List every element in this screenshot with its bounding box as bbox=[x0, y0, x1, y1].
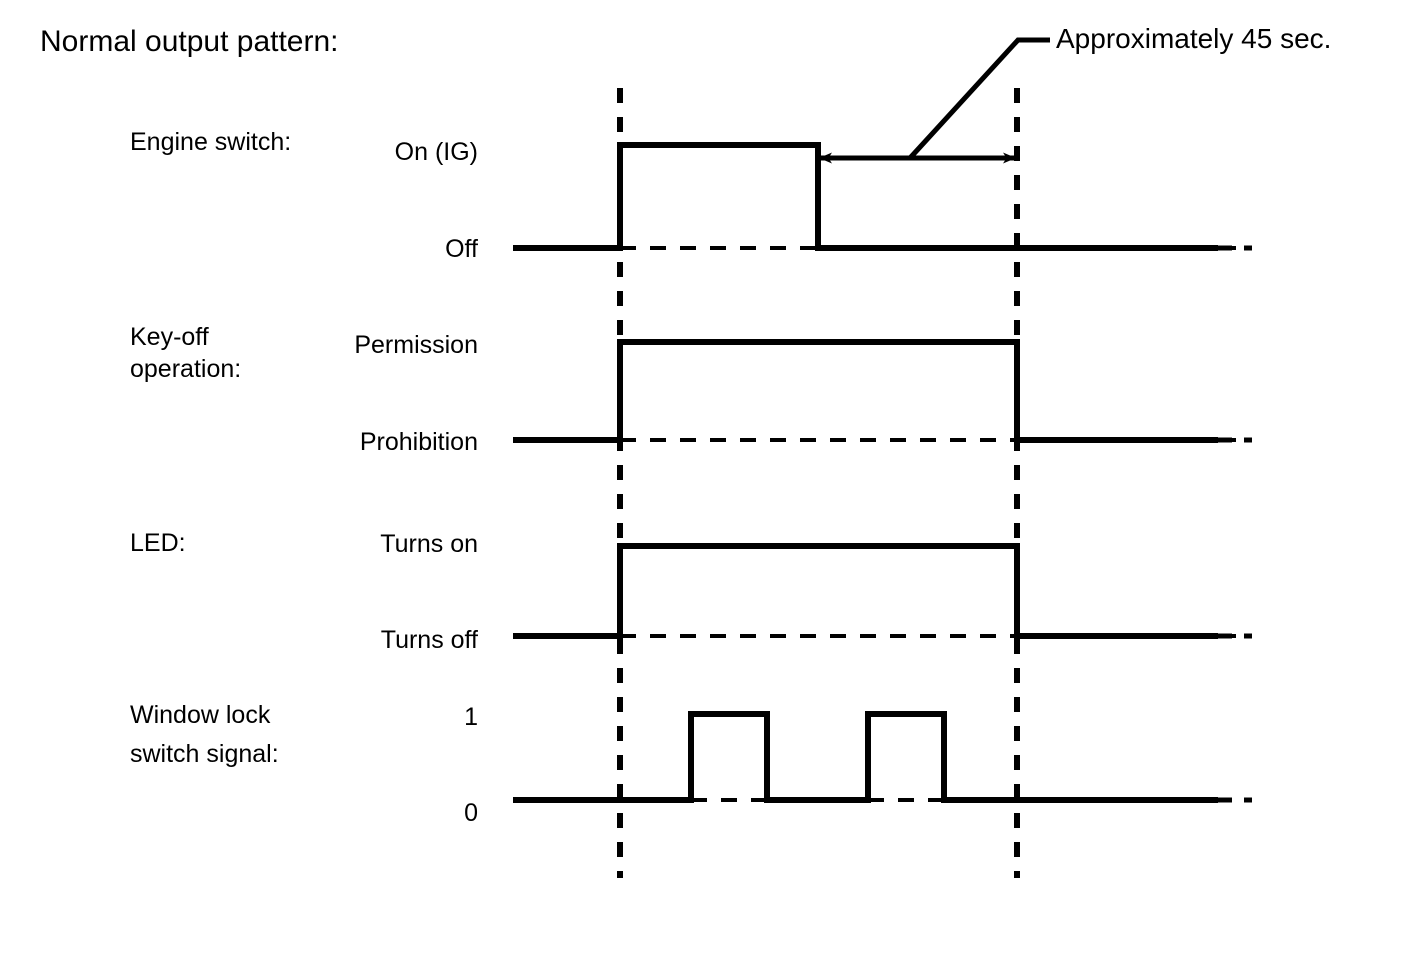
value-label-key-off-high: Permission bbox=[354, 331, 478, 359]
signal-trace-engine-switch bbox=[513, 142, 1218, 251]
row-label-engine-switch: Engine switch: bbox=[130, 128, 292, 156]
leader-line-icon bbox=[908, 37, 1050, 160]
waveform-engine-switch bbox=[513, 142, 1252, 251]
signal-trace-window-lock-switch-signal bbox=[513, 711, 1218, 803]
row-label-key-off-operation-line2: operation: bbox=[130, 355, 242, 383]
page-title: Normal output pattern: bbox=[40, 25, 339, 58]
value-label-key-off-low: Prohibition bbox=[359, 428, 478, 456]
waveform-key-off-operation bbox=[513, 339, 1252, 443]
waveform-window-lock-switch-signal bbox=[513, 711, 1252, 803]
value-label-engine-switch-low: Off bbox=[445, 235, 478, 263]
row-label-key-off-operation-line1: Key-off bbox=[130, 323, 209, 351]
value-label-led-low: Turns off bbox=[380, 626, 478, 654]
signal-trace-led bbox=[513, 543, 1218, 639]
row-label-window-lock-line2: switch signal: bbox=[130, 740, 279, 768]
row-label-led: LED: bbox=[130, 529, 186, 557]
annotation-label-approximately-45-sec: Approximately 45 sec. bbox=[1056, 23, 1332, 54]
value-label-window-lock-low: 0 bbox=[464, 799, 478, 827]
value-label-window-lock-high: 1 bbox=[464, 703, 478, 731]
value-label-led-high: Turns on bbox=[380, 530, 478, 558]
value-label-engine-switch-high: On (IG) bbox=[394, 138, 478, 166]
signal-trace-key-off-operation bbox=[513, 339, 1218, 443]
waveform-led bbox=[513, 543, 1252, 639]
annotation-approximately-45-sec bbox=[819, 37, 1050, 164]
row-label-window-lock-line1: Window lock bbox=[130, 701, 271, 729]
